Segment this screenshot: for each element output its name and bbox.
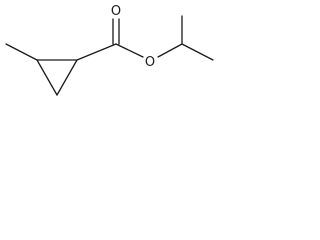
bond-carbonyl-ester-o	[115, 43, 144, 58]
bond-c1-carbonyl	[76, 43, 117, 61]
bond-c3-c1	[56, 59, 78, 96]
ester-oxygen-label: O	[145, 55, 155, 70]
bond-ester-o-ch	[157, 43, 183, 58]
bond-c2-c3	[36, 59, 58, 96]
bond-methyl-c2	[5, 43, 38, 61]
carbonyl-oxygen-label: O	[111, 4, 121, 19]
bond-ch-methyl-down	[181, 43, 214, 61]
molecule-structure: O O	[5, 4, 214, 96]
